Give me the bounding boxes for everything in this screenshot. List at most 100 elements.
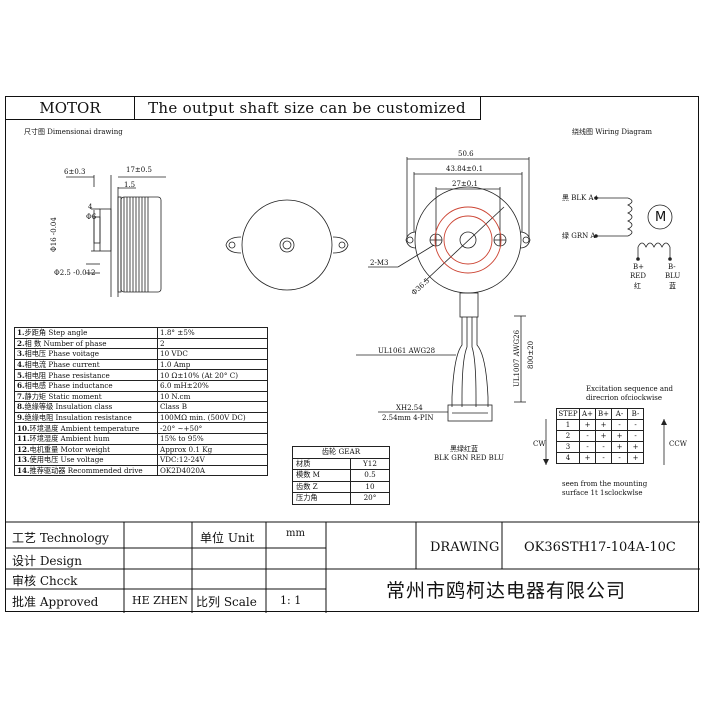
spec-value: 100MΩ min. (500V DC) (157, 411, 268, 424)
excitation-header: A- (611, 408, 628, 420)
gear-value: 0.5 (349, 469, 391, 482)
connector-label: XH2.54 (396, 404, 423, 412)
gear-key: 材质 (292, 457, 351, 470)
wiring-red-cn: 红 (634, 282, 641, 290)
approved-label: 批准 Approved (12, 595, 99, 609)
dim-1.5: 1.5 (124, 181, 136, 189)
spec-value: 15% to 95% (157, 432, 268, 445)
spec-key: 相 数 Number of phase (24, 338, 107, 348)
drawing-label: DRAWING (430, 540, 500, 555)
spec-value: -20° ~+50° (157, 422, 268, 434)
excitation-cell: 1 (556, 419, 580, 431)
excitation-header-row: STEP A+ B+ A- B- (556, 408, 644, 420)
spec-key: 绝缘等级 Insulation class (24, 402, 113, 412)
ccw-label: CCW (669, 440, 687, 448)
motor-label: MOTOR (6, 97, 135, 120)
spec-num: 12. (17, 444, 30, 454)
company-name: 常州市鸥柯达电器有限公司 (386, 580, 627, 602)
wiring-b-minus: B- (668, 263, 676, 271)
connector-pin-label: 2.54mm 4-PIN (382, 414, 434, 422)
dim-4: 4 (88, 203, 93, 211)
spec-value: 10 N.cm (157, 390, 268, 403)
excitation-note-2: surface 1t 1sclockwlse (562, 489, 643, 497)
drawing-number: OK36STH17-104A-10C (524, 540, 676, 555)
gear-value: Y12 (349, 457, 391, 470)
spec-key: 绝缘电阻 Insulation resistance (24, 413, 132, 423)
spec-num: 3. (17, 349, 25, 359)
cable-spec-label: UL1061 AWG28 (378, 347, 436, 355)
wire-colors-en: BLK GRN RED BLU (434, 454, 504, 462)
design-label: 设计 Design (12, 554, 82, 568)
excitation-cell: 3 (556, 441, 580, 453)
gear-value: 10 (349, 480, 391, 493)
spec-value: 10 VDC (157, 348, 268, 360)
spec-key: 电机重量 Motor weight (29, 444, 110, 454)
spec-value: 1.8° ±5% (157, 327, 268, 339)
wiring-blu: BLU (665, 272, 681, 280)
excitation-cell: - (611, 419, 628, 431)
spec-num: 14. (17, 466, 30, 476)
excitation-row: 3 - - + + (556, 441, 644, 453)
dimension-drawing-label: 尺寸图 Dimensionai drawing (24, 128, 123, 136)
spec-key: 环境温度 Ambient temperature (29, 423, 140, 433)
technical-drawing (6, 157, 700, 613)
excitation-note-1: seen from the mounting (562, 480, 648, 488)
excitation-cell: + (579, 452, 596, 464)
spec-row: 10.环境温度 Ambient temperature-20° ~+50° (14, 422, 268, 434)
spec-row: 12.电机重量 Motor weight Approx 0.1 Kg (14, 443, 268, 456)
excitation-cell: + (627, 441, 644, 453)
excitation-row: 1 + + - - (556, 419, 644, 431)
dim-phi2.5: Φ2.5 -0.012 (54, 269, 96, 277)
excitation-cell: + (611, 430, 628, 442)
excitation-header: A+ (579, 408, 596, 420)
dim-27: 27±0.1 (452, 180, 478, 188)
spec-num: 7. (17, 391, 25, 401)
excitation-cell: - (579, 430, 596, 442)
spec-row: 11.环境湿度 Ambient hum 15% to 95% (14, 432, 268, 445)
excitation-cell: + (627, 452, 644, 464)
spec-key: 推荐驱动器 Recommended drive (29, 466, 143, 476)
dim-phi16: Φ16 -0.04 (50, 217, 58, 252)
spec-num: 5. (17, 370, 25, 380)
dim-phi6: Φ6 (86, 213, 97, 221)
spec-value: 10 Ω±10% (At 20° C) (157, 369, 268, 381)
technology-label: 工艺 Technology (12, 531, 109, 545)
approver-name: HE ZHEN (132, 594, 189, 607)
excitation-header: B- (627, 408, 644, 420)
gear-title: 齿轮 GEAR (292, 446, 390, 459)
excitation-cell: - (579, 441, 596, 453)
unit-value: mm (286, 528, 305, 539)
excitation-header: STEP (556, 408, 580, 420)
spec-key: 环境湿度 Ambient hum (29, 434, 110, 444)
excitation-cell: 2 (556, 430, 580, 442)
excitation-table: STEP A+ B+ A- B- 1 + + - - 2 - + + - 3 -… (556, 408, 644, 464)
spec-value: Class B (157, 401, 268, 413)
spec-value: 2 (157, 337, 268, 350)
spec-num: 6. (17, 381, 25, 391)
cable-length-label: 800±20 (527, 340, 535, 369)
spec-value: 1.0 Amp (157, 358, 268, 371)
spec-key: 相电感 Phase inductance (24, 381, 113, 391)
excitation-cell: - (627, 430, 644, 442)
spec-num: 11. (17, 434, 30, 444)
excitation-cell: - (627, 419, 644, 431)
excitation-cell: - (595, 441, 612, 453)
spec-key: 步距角 Step angle (24, 328, 88, 338)
motor-symbol: M (655, 210, 667, 225)
dim-17-0.5: 17±0.5 (126, 166, 152, 174)
excitation-cell: + (611, 441, 628, 453)
wiring-blu-cn: 蓝 (669, 282, 676, 290)
drawing-sheet: MOTOR The output shaft size can be custo… (5, 96, 700, 613)
spec-value: Approx 0.1 Kg (157, 443, 268, 456)
